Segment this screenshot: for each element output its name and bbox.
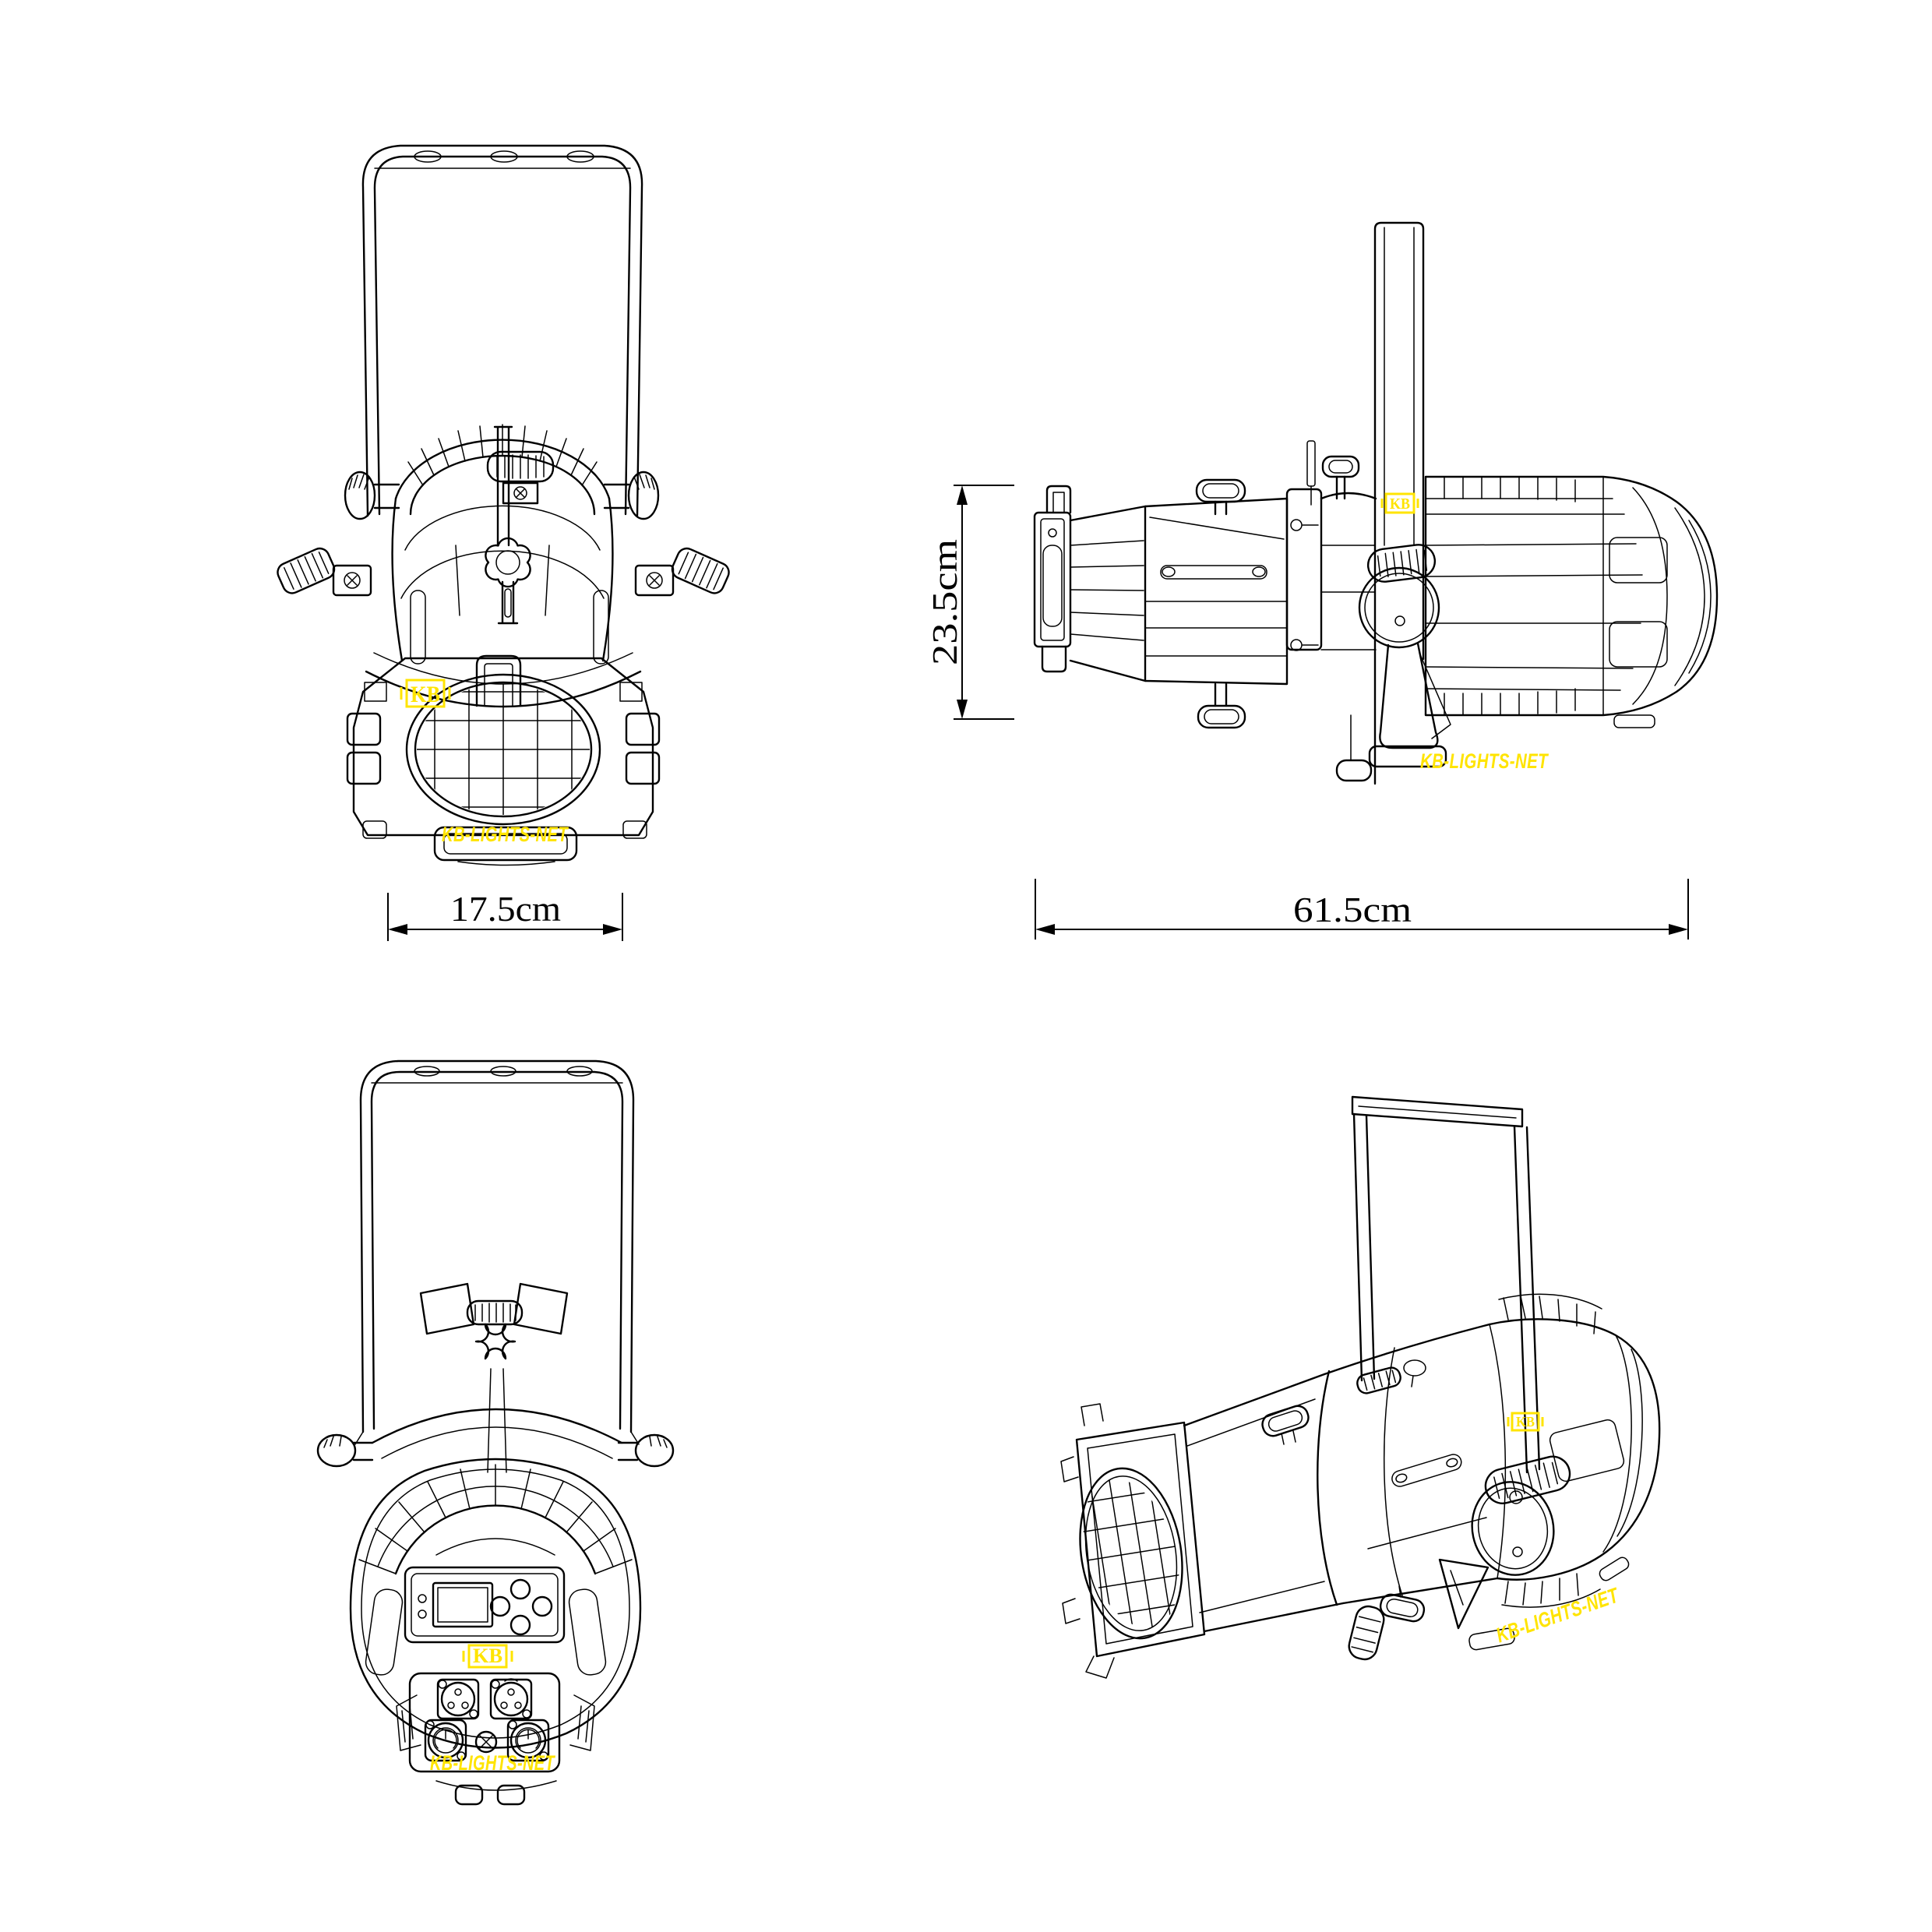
kb-badge-text: KB: [411, 682, 440, 707]
status-led: [418, 1609, 427, 1619]
kb-badge: KB: [1507, 1412, 1544, 1432]
yoke-arm: [1373, 221, 1425, 785]
kb-lights-watermark: KB-LIGHTS-NET: [1493, 1583, 1623, 1647]
powercon-out: [506, 1719, 550, 1762]
kb-lights-watermark: KB-LIGHTS-NET: [1420, 749, 1549, 773]
menu-button-left: [489, 1595, 511, 1617]
tilt-lock-knob: [486, 450, 555, 505]
front-bell: [346, 657, 661, 839]
kb-badge-frame: [1384, 492, 1416, 514]
side-height-value: 23.5cm: [925, 539, 964, 665]
c-clamp-assembly: [1358, 544, 1451, 768]
status-led: [418, 1594, 427, 1603]
xlr-connector-male: [436, 1678, 480, 1720]
top-handle-rod: [493, 425, 513, 547]
barrel-bottom-knobs: [1197, 682, 1373, 782]
bottom-lip: [433, 826, 578, 866]
front-lens: [405, 673, 601, 826]
rear-view: KB KB-LIGHTS-NET: [316, 1059, 675, 1806]
kb-badge-text: KB: [473, 1645, 502, 1667]
front-width-value: 17.5cm: [450, 889, 561, 929]
kb-lights-watermark: KB-LIGHTS-NET: [442, 823, 569, 846]
mid-barrel: [1144, 440, 1316, 686]
yoke-bracket: [1351, 1095, 1541, 1474]
kb-badge: KB: [1380, 492, 1419, 514]
control-panel: [404, 1566, 566, 1644]
kb-lights-watermark: KB-LIGHTS-NET: [430, 1751, 555, 1775]
yoke-bracket: [354, 1059, 640, 1445]
gel-frame-holder: [1033, 485, 1072, 673]
xlr-connector-female: [489, 1678, 533, 1720]
powercon-in: [424, 1719, 467, 1762]
kb-badge-text: KB: [1516, 1414, 1535, 1430]
left-shutter-paddle: [277, 547, 372, 597]
focus-knob: [485, 537, 531, 625]
kb-badge-frame: [467, 1644, 508, 1669]
right-shutter-knob: [603, 471, 660, 520]
barrel-top-knob: [1195, 478, 1246, 516]
yoke-bracket: [361, 144, 643, 517]
connector-plate: [408, 1672, 561, 1773]
rear-housing: [1424, 475, 1719, 728]
perspective-view: KB KB-LIGHTS-NET: [1060, 1095, 1661, 1679]
front-gel-frame: [1060, 1403, 1206, 1679]
menu-button-up: [509, 1578, 531, 1600]
kb-badge: KB: [462, 1644, 513, 1669]
right-shutter-paddle: [634, 547, 730, 597]
front-view: KB KB-LIGHTS-NET 17.5cm: [277, 144, 730, 941]
rear-side-knobs: [316, 1433, 675, 1751]
menu-button-right: [531, 1595, 553, 1617]
ground-screw: [474, 1730, 498, 1754]
kb-badge-frame: [1511, 1412, 1540, 1432]
mount-plate: [1285, 488, 1377, 651]
kb-badge-frame: [405, 679, 446, 708]
dimension-front-width: 17.5cm: [387, 889, 623, 941]
barrel-top-knob: [1261, 1405, 1310, 1445]
dimension-side-length: 61.5cm: [1035, 879, 1689, 940]
rear-feet: [435, 1780, 557, 1806]
side-length-value: 61.5cm: [1293, 890, 1412, 929]
left-shutter-knob: [344, 471, 400, 520]
rear-heatsink-crown: [391, 424, 614, 662]
lens-tube-cone: [1069, 505, 1147, 682]
kb-badge-text: KB: [1390, 495, 1410, 513]
wing-screws: [1356, 1359, 1426, 1394]
side-view: KB KB-LIGHTS-NET 23.5cm 61.5cm: [925, 221, 1719, 940]
rear-housing: [1488, 1293, 1661, 1608]
clamp-top-knob: [1321, 455, 1360, 500]
kb-badge: KB: [400, 679, 451, 708]
front-lens: [1074, 1466, 1189, 1641]
menu-button-down: [509, 1614, 531, 1636]
mid-barrel: [1317, 1323, 1499, 1606]
gobo-clip-handle: [475, 654, 522, 707]
bottom-hardware: [1348, 1557, 1630, 1661]
tilt-mechanism: [419, 1282, 569, 1473]
lcd-display: [432, 1581, 494, 1628]
c-clamp-assembly: [1471, 1455, 1571, 1576]
dimension-side-height: 23.5cm: [925, 485, 1014, 720]
